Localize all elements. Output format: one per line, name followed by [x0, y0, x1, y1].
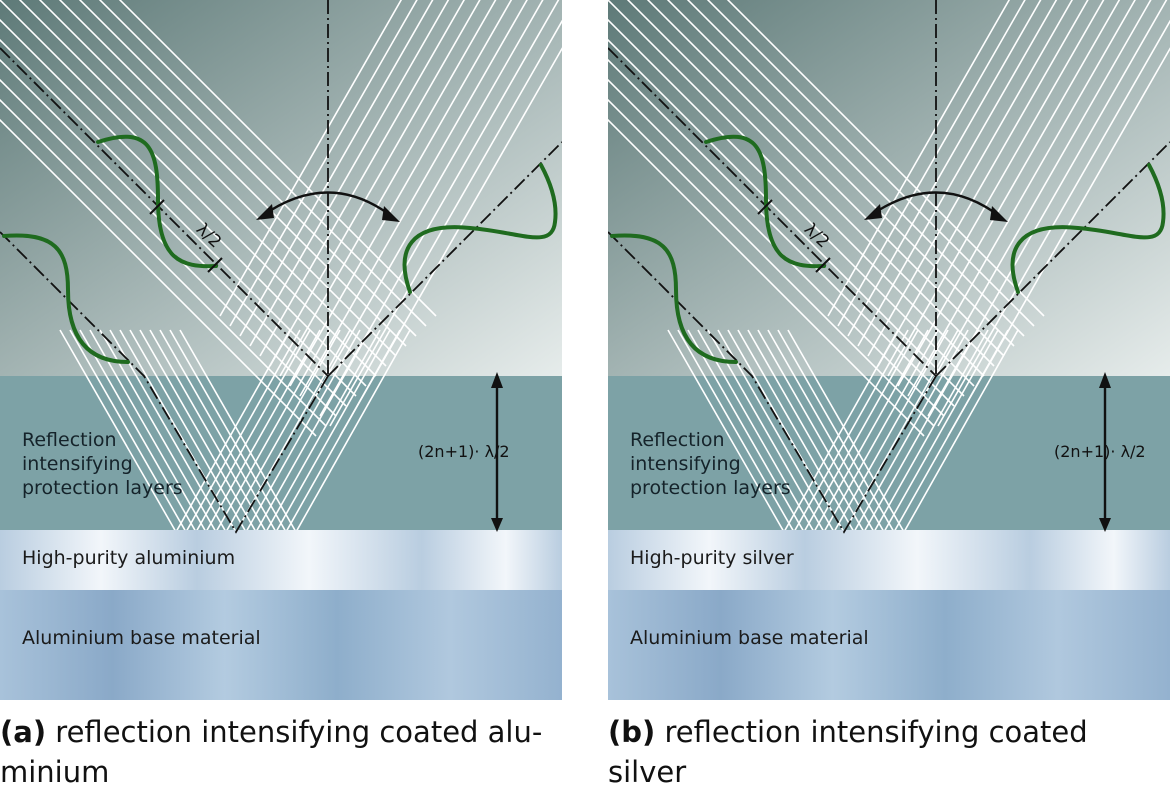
refracted-ray [0, 231, 329, 534]
angle-arrow-right [382, 206, 400, 222]
metal-layer-label: High-purity aluminium [22, 547, 236, 569]
thickness-arrow-bottom [1099, 518, 1111, 532]
light-beams [608, 0, 1170, 530]
wavelength-tick-end [207, 257, 223, 273]
refracted-ray [608, 231, 937, 534]
diagram-a [0, 0, 562, 700]
base-layer [0, 590, 562, 700]
reflected-wave [402, 163, 558, 294]
reflected-ray [935, 141, 1170, 377]
caption-a: (a) reflection intensifying coated alu- … [0, 712, 560, 792]
air-region [0, 0, 562, 376]
caption-text: reflection intensifying coated silver [608, 715, 1088, 789]
reflected-wave [1010, 163, 1166, 294]
refracted-wave [2, 233, 130, 364]
reflected-ray [327, 141, 562, 377]
caption-tag: (a) [0, 715, 47, 749]
base-layer [608, 590, 1170, 700]
thickness-arrow-bottom [491, 518, 503, 532]
incident-wave [96, 134, 218, 269]
incident-wave [704, 134, 826, 269]
protection-layers-label: Reflection intensifying protection layer… [22, 429, 183, 499]
base-material-label: Aluminium base material [22, 627, 261, 649]
incident-ray [608, 47, 937, 377]
angle-arc [869, 191, 1003, 219]
angle-arc [261, 191, 395, 219]
light-beams [0, 0, 562, 530]
thickness-arrow-top [491, 372, 503, 388]
protection-layers-label: Reflection intensifying protection layer… [630, 429, 791, 499]
angle-arrow-left [864, 204, 882, 220]
diagram-b [608, 0, 1170, 700]
panel-b: Reflection intensifying protection layer… [608, 0, 1170, 700]
angle-arrow-right [990, 206, 1008, 222]
metal-layer [608, 530, 1170, 590]
wavelength-tick-start [757, 199, 773, 215]
base-material-label: Aluminium base material [630, 627, 869, 649]
thickness-label: (2n+1)· λ/2 [418, 442, 510, 461]
wavelength-tick-end [815, 257, 831, 273]
metal-layer-label: High-purity silver [630, 547, 794, 569]
caption-b: (b) reflection intensifying coated silve… [608, 712, 1170, 792]
refracted-wave [610, 233, 738, 364]
caption-text: reflection intensifying coated alu- mini… [0, 715, 543, 789]
wavelength-tick-start [149, 199, 165, 215]
caption-tag: (b) [608, 715, 656, 749]
metal-layer [0, 530, 562, 590]
incident-ray [0, 47, 329, 377]
air-region [608, 0, 1170, 376]
panel-a: Reflection intensifying protection layer… [0, 0, 562, 700]
thickness-label: (2n+1)· λ/2 [1054, 442, 1146, 461]
angle-arrow-left [256, 204, 274, 220]
thickness-arrow-top [1099, 372, 1111, 388]
